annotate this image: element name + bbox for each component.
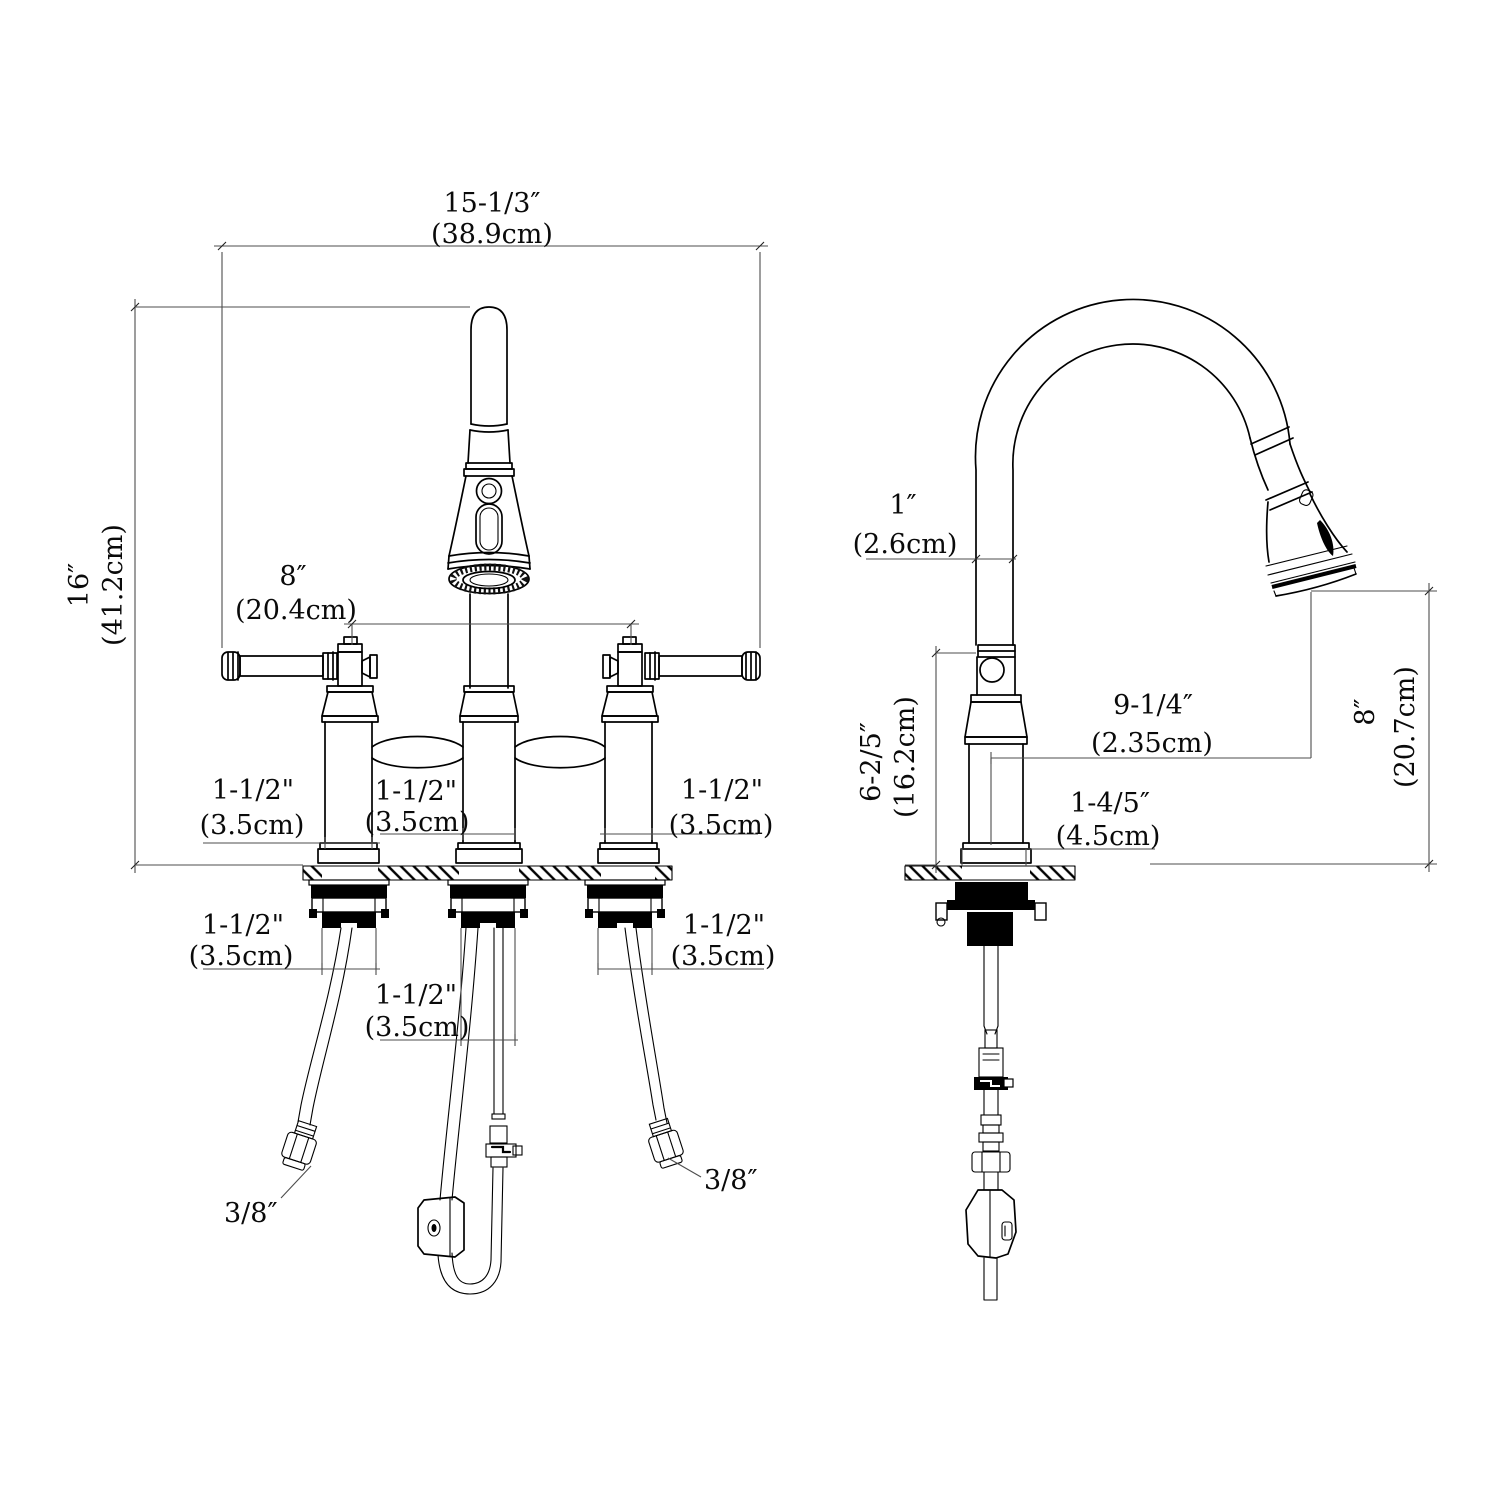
side-head-button <box>1298 489 1314 507</box>
side-gooseneck-spout <box>974 298 1313 646</box>
label-center-body-cm: (3.5cm) <box>365 807 470 838</box>
label-overall-height-in: 16″ <box>64 563 95 607</box>
label-overall-width-cm: (38.9cm) <box>431 219 553 250</box>
front-center-shank <box>447 879 529 928</box>
label-left-body-in: 1-1/2" <box>212 775 294 806</box>
label-deck-to-handle-in: 6-2/5″ <box>856 722 887 802</box>
label-right-supply: 3/8″ <box>704 1165 758 1196</box>
front-left-handle <box>221 636 378 687</box>
dim-handle-spread <box>344 619 639 645</box>
front-center-column <box>455 685 523 864</box>
front-right-column <box>597 685 660 864</box>
side-underdeck-assembly <box>935 882 1047 1301</box>
dim-center-shank <box>380 928 518 1046</box>
side-view <box>904 298 1357 1301</box>
front-spout-wand <box>447 306 531 570</box>
label-right-body-cm: (3.5cm) <box>669 810 774 841</box>
dim-right-shank <box>597 928 764 975</box>
front-left-shank <box>308 879 390 928</box>
label-deck-to-handle-cm: (16.2cm) <box>890 696 921 818</box>
side-spray-head <box>1265 489 1357 597</box>
label-overall-height-cm: (41.2cm) <box>98 524 129 646</box>
label-outlet-height-in: 8″ <box>1350 698 1381 725</box>
label-center-shank-in: 1-1/2" <box>375 980 457 1011</box>
dim-center-body <box>380 828 516 840</box>
label-base-width-cm: (4.5cm) <box>1056 821 1161 852</box>
label-handle-spread-in: 8″ <box>279 561 306 592</box>
dim-left-body <box>203 837 380 849</box>
hose-weight <box>417 1196 465 1258</box>
label-outlet-height-cm: (20.7cm) <box>1390 666 1421 788</box>
label-left-shank-cm: (3.5cm) <box>189 941 294 972</box>
leader-right-supply <box>667 1157 702 1178</box>
label-spout-diameter-in: 1″ <box>889 490 916 521</box>
front-right-shank <box>584 879 666 928</box>
front-spray-button <box>475 477 503 555</box>
label-left-supply: 3/8″ <box>224 1198 278 1229</box>
quick-connect <box>485 1113 523 1168</box>
side-deck-plate <box>904 865 1076 881</box>
dim-spout-diameter <box>866 554 1018 564</box>
front-left-supply-hose <box>281 927 353 1171</box>
label-center-shank-cm: (3.5cm) <box>365 1012 470 1043</box>
dim-deck-to-handle <box>905 646 976 873</box>
front-spout-lower-tube <box>469 593 509 689</box>
label-right-shank-in: 1-1/2" <box>683 910 765 941</box>
label-right-body-in: 1-1/2" <box>681 775 763 806</box>
label-right-shank-cm: (3.5cm) <box>671 941 776 972</box>
front-left-column <box>317 685 380 864</box>
label-base-width-in: 1-4/5″ <box>1070 788 1150 819</box>
label-handle-spread-cm: (20.4cm) <box>235 595 357 626</box>
side-hose-clamp <box>974 1077 1014 1090</box>
dimension-annotations: 15-1/3″ (38.9cm) 16″ (41.2cm) 8″ (20.4cm… <box>64 188 1437 1229</box>
label-left-body-cm: (3.5cm) <box>200 810 305 841</box>
leader-left-supply <box>280 1165 312 1199</box>
dim-left-shank <box>203 928 380 975</box>
label-left-shank-in: 1-1/2" <box>202 910 284 941</box>
side-hose-weight <box>965 1189 1017 1259</box>
front-view <box>221 306 761 1295</box>
label-spout-reach-in: 9-1/4″ <box>1113 690 1193 721</box>
label-center-body-in: 1-1/2" <box>375 776 457 807</box>
dim-base-width <box>960 848 1155 866</box>
label-spout-diameter-cm: (2.6cm) <box>853 529 958 560</box>
front-spray-face <box>448 563 530 595</box>
dim-overall-height <box>130 299 470 873</box>
side-valve-body <box>960 644 1032 864</box>
dim-right-body <box>600 828 758 840</box>
front-shanks <box>308 879 666 928</box>
front-right-handle <box>602 636 761 687</box>
front-pulldown-hose <box>417 927 523 1295</box>
dim-overall-width <box>214 241 768 648</box>
front-right-supply-hose <box>624 927 684 1169</box>
dim-spout-reach <box>990 592 1312 845</box>
side-head-toggle <box>1317 520 1334 556</box>
label-spout-reach-cm: (2.35cm) <box>1091 728 1213 759</box>
front-bridge <box>371 735 606 769</box>
dim-outlet-height <box>1150 583 1437 872</box>
label-overall-width-in: 15-1/3″ <box>443 188 540 219</box>
front-deck-plate <box>302 865 673 881</box>
